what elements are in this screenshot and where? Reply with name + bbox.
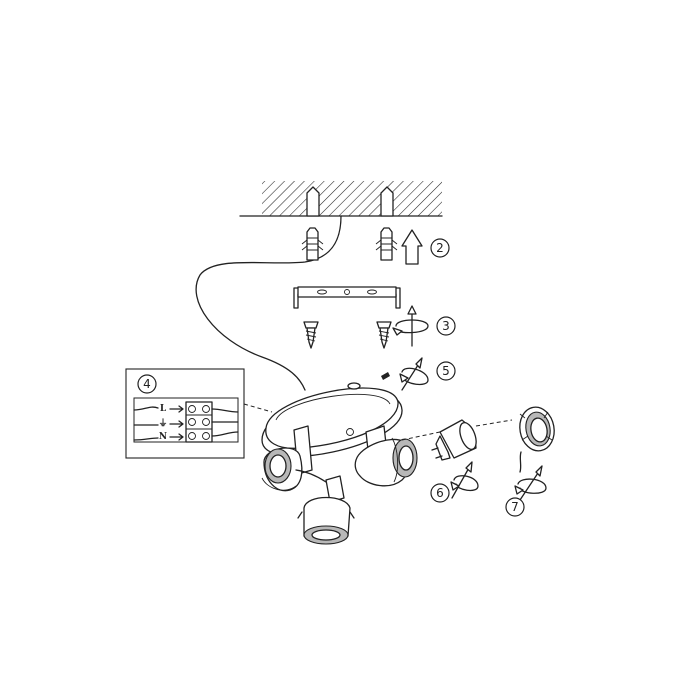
mounting-bracket <box>293 286 401 309</box>
terminal-label-live: L <box>160 404 167 414</box>
step-3-label: 3 <box>442 319 450 333</box>
screw-right <box>376 321 392 349</box>
step-4-marker: 4 <box>137 374 157 394</box>
step-5-label: 5 <box>442 364 450 378</box>
bulb-leader-line <box>401 431 441 441</box>
twist-rotate-arrow-7 <box>514 465 547 501</box>
screw-in-rotate-arrow <box>392 305 429 347</box>
step-2-label: 2 <box>436 241 444 255</box>
inset-leader-line <box>243 403 273 413</box>
glass-cover-ring <box>519 406 555 473</box>
cover-leader-line <box>475 419 513 427</box>
step-4-label: 4 <box>143 377 151 391</box>
spot-head-right <box>354 425 418 487</box>
mains-cable <box>195 215 342 391</box>
screw-left <box>303 321 319 349</box>
step-6-marker: 6 <box>430 483 450 503</box>
tighten-rotate-arrow-5 <box>399 357 429 391</box>
step-7-label: 7 <box>511 500 519 514</box>
wall-plug-left <box>301 227 324 261</box>
wall-plug-right <box>375 227 398 261</box>
wiring-inset <box>125 368 245 459</box>
ceiling <box>239 181 443 217</box>
set-screw <box>381 372 390 380</box>
gu10-bulb <box>431 419 477 461</box>
spot-head-left <box>261 425 327 492</box>
step-6-label: 6 <box>436 486 444 500</box>
step-7-marker: 7 <box>505 497 525 517</box>
spot-head-bottom <box>297 475 355 545</box>
insert-up-arrow <box>401 229 423 265</box>
step-2-marker: 2 <box>430 238 450 258</box>
insert-rotate-arrow-6 <box>450 461 479 499</box>
terminal-label-earth: ⏚ <box>158 418 167 429</box>
step-3-marker: 3 <box>436 316 456 336</box>
step-5-marker: 5 <box>436 361 456 381</box>
terminal-label-neutral: N <box>159 432 167 442</box>
